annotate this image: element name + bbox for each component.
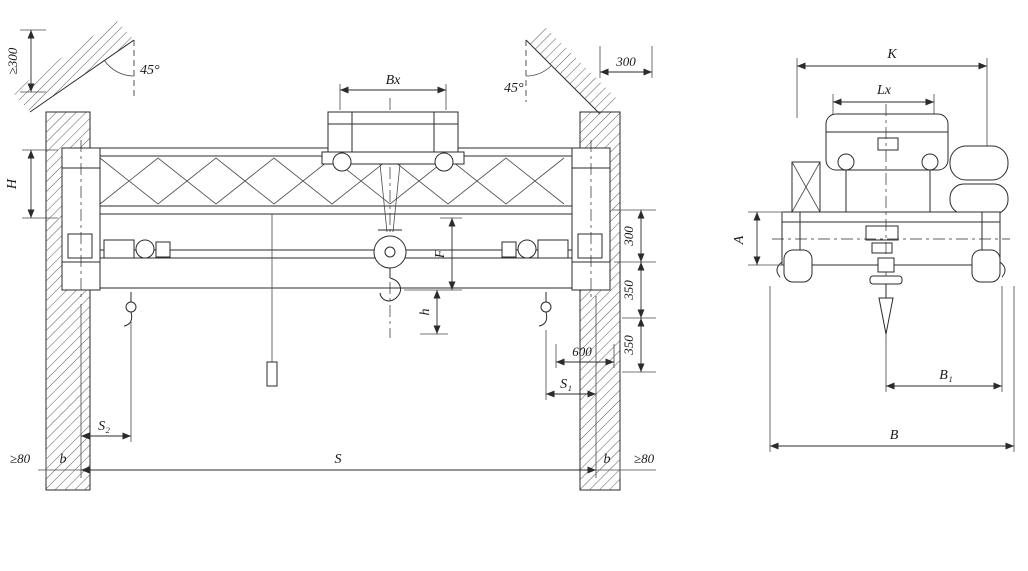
dimension-K xyxy=(796,58,988,148)
dimension-Lx xyxy=(832,94,935,116)
hoist-left-frame xyxy=(791,161,821,213)
dim-label-angle-right: 45° xyxy=(504,81,524,96)
trolley-hoist xyxy=(321,98,465,338)
dim-label-b-right: b xyxy=(604,452,611,467)
end-carriage-wheels xyxy=(776,249,1006,283)
hoist-drum-motor xyxy=(949,145,1009,215)
pendant-hook-left xyxy=(123,292,137,327)
dimension-min300 xyxy=(20,29,46,93)
hoist-body xyxy=(825,113,949,212)
dimension-S xyxy=(38,452,656,478)
dimension-600 xyxy=(555,344,615,368)
pendant-hook-right xyxy=(538,292,552,327)
dimension-B1 xyxy=(885,286,1003,392)
travel-drive-left xyxy=(103,239,171,259)
dim-label-K: K xyxy=(886,47,897,62)
dim-label-H: H xyxy=(5,178,20,190)
dim-label-min300: ≥300 xyxy=(5,47,20,74)
dim-label-350-lower: 350 xyxy=(621,335,636,356)
dim-label-angle-left: 45° xyxy=(140,63,160,78)
dimension-S1 xyxy=(545,296,597,478)
dim-label-h: h xyxy=(418,309,433,316)
dim-label-Lx: Lx xyxy=(876,83,892,98)
limit-weight xyxy=(266,214,278,387)
dim-label-S1: S₁ xyxy=(560,377,572,392)
dim-label-A: A xyxy=(732,235,747,245)
dim-label-350-upper: 350 xyxy=(621,280,636,301)
dimension-chain-right xyxy=(612,209,656,373)
dim-label-300-right: 300 xyxy=(621,226,636,247)
left-roof-slope xyxy=(12,20,135,113)
end-view-hook xyxy=(869,104,903,344)
dimension-h xyxy=(420,290,448,335)
dimension-B xyxy=(769,286,1015,452)
dimension-A xyxy=(748,211,784,266)
dim-label-S2: S₂ xyxy=(98,419,110,434)
dim-label-b-left: b xyxy=(60,452,67,467)
right-roof-slope xyxy=(525,26,618,115)
dim-label-B: B xyxy=(890,428,899,443)
dim-label-top-right-300: 300 xyxy=(615,54,636,69)
dimension-top-right-300 xyxy=(599,46,653,78)
hook-block xyxy=(373,229,407,302)
end-truck-right xyxy=(571,140,611,300)
end-truck-left xyxy=(61,140,101,300)
front-view: 45° ≥300 H 45° 300 xyxy=(5,20,656,491)
end-carriage xyxy=(772,211,1010,266)
dimension-Bx xyxy=(339,84,447,110)
end-view: K Lx xyxy=(732,47,1015,452)
dimension-F xyxy=(404,217,462,291)
dim-label-F: F xyxy=(433,249,448,259)
travel-drive-right xyxy=(501,239,569,259)
dim-label-Bx: Bx xyxy=(386,73,402,88)
dimension-S2 xyxy=(80,304,132,478)
dim-label-600: 600 xyxy=(572,344,592,359)
dim-label-B1: B₁ xyxy=(939,368,952,383)
dim-label-min80-left: ≥80 xyxy=(10,451,31,466)
dim-label-min80-right: ≥80 xyxy=(634,451,655,466)
dim-label-S: S xyxy=(335,452,342,467)
